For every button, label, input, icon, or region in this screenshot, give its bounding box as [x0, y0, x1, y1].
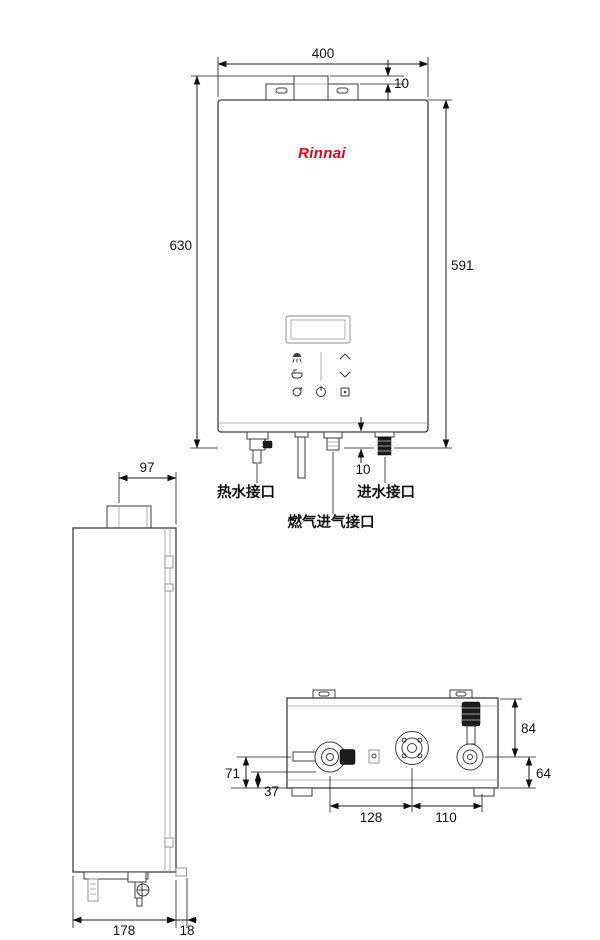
dim-37-value: 37 [264, 784, 279, 799]
dim-71-value: 71 [225, 766, 240, 781]
priority-icon [340, 387, 350, 397]
side-valve [127, 871, 150, 907]
flue-cap [106, 505, 152, 529]
rinnai-logo: Rinnai [298, 145, 346, 162]
gas-connector [323, 431, 343, 451]
dim-128-value: 128 [360, 810, 383, 825]
gas-port [395, 731, 429, 765]
display-inner [290, 319, 346, 340]
dim-rear-offset: 18 [166, 878, 197, 938]
dim-rear-offset-value: 18 [179, 923, 194, 938]
small-bracket-part [368, 749, 380, 764]
rear-bracket [175, 867, 187, 877]
side-detail-2 [164, 583, 174, 592]
display-screen [285, 315, 351, 344]
label-gas-inlet-port: 燃气进气接口 [288, 513, 375, 531]
dim-depth: 178 [72, 876, 177, 938]
bathtub-icon [291, 369, 303, 379]
water-inlet-port [456, 701, 484, 771]
side-body [72, 527, 177, 873]
dim-total-height: 630 [169, 75, 294, 449]
bottom-view: 84 64 71 37 128 [225, 689, 552, 825]
drain-pipe [294, 431, 309, 479]
foot-left [291, 787, 313, 797]
dim-total-height-value: 630 [169, 238, 192, 253]
recirculation-icon [292, 387, 303, 397]
dim-84-value: 84 [521, 721, 537, 736]
hot-water-port [292, 741, 356, 773]
dim-body-height-value: 591 [451, 258, 474, 273]
shower-icon [292, 353, 302, 363]
dim-64-value: 64 [536, 766, 552, 781]
water-inlet-connector [374, 431, 395, 456]
dim-span-left: 128 [329, 768, 413, 825]
side-view: 97 178 18 [72, 460, 197, 938]
dim-bottom-offset: 10 [344, 417, 374, 477]
bottom-tabs [312, 689, 473, 699]
heater-body [217, 99, 429, 433]
dim-bottom-left-inner: 37 [251, 771, 316, 799]
dim-depth-value: 178 [113, 923, 136, 938]
mounting-bracket [265, 75, 359, 101]
chevron-down-icon [339, 371, 351, 378]
dim-110-value: 110 [435, 810, 457, 825]
dim-bottom-offset-value: 10 [355, 462, 370, 477]
dim-span-right: 110 [411, 794, 483, 825]
label-water-inlet-port: 进水接口 [357, 483, 415, 501]
port-knob [339, 749, 356, 765]
chevron-up-icon [339, 353, 351, 360]
front-view: Rinnai [169, 46, 473, 531]
control-panel [285, 315, 351, 397]
foot-right [473, 787, 495, 797]
dim-front-width: 400 [217, 46, 429, 97]
port-labels: 热水接口 进水接口 燃气进气接口 [217, 452, 415, 531]
hot-water-valve [246, 431, 273, 464]
dim-bracket-offset: 10 [330, 60, 409, 100]
dim-bracket-offset-value: 10 [394, 76, 409, 91]
dim-bottom-right-lower: 64 [500, 756, 552, 789]
power-icon [316, 385, 326, 397]
side-bottom-fittings [83, 871, 150, 907]
dim-top-depth: 97 [118, 460, 177, 524]
rating-label [87, 878, 99, 902]
dim-top-depth-value: 97 [139, 460, 154, 475]
bottom-fittings [246, 431, 395, 479]
side-detail-3 [164, 837, 174, 848]
dim-front-width-value: 400 [312, 46, 335, 61]
dim-body-height: 591 [394, 99, 474, 449]
label-hot-water-port: 热水接口 [217, 483, 275, 501]
side-detail-1 [164, 555, 174, 569]
